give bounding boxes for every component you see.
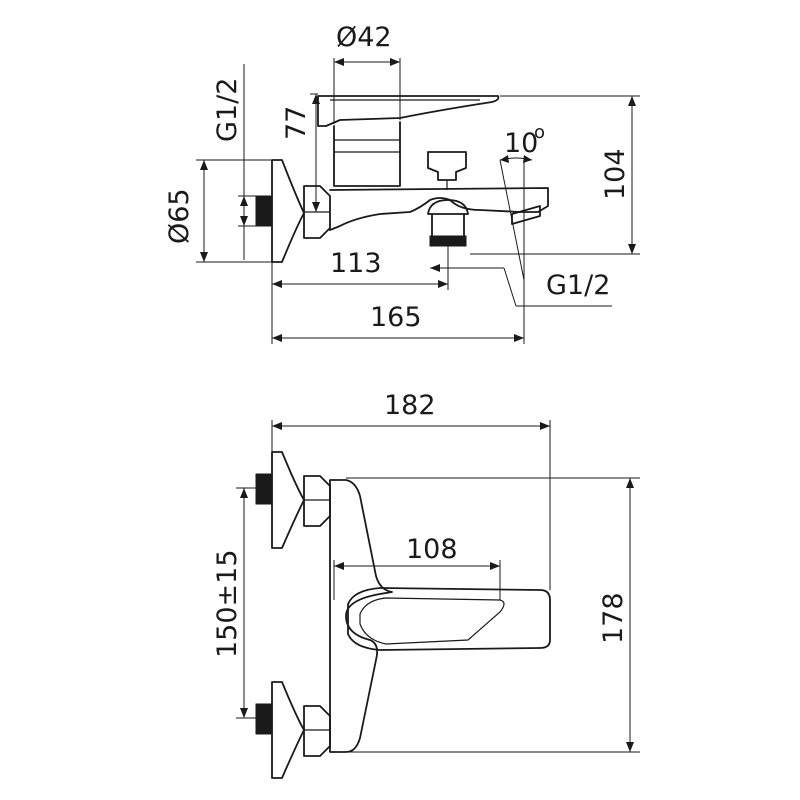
top-lever	[347, 587, 551, 651]
spout-body	[329, 187, 549, 231]
label-angle-10: 10	[504, 128, 538, 159]
hex-nut	[303, 185, 331, 239]
label-dia-65: Ø65	[164, 188, 195, 244]
outlet-nozzle	[427, 199, 469, 215]
outlet-thread	[429, 235, 467, 247]
label-g12-outlet: G1/2	[546, 270, 610, 301]
side-view: Ø42 G1/2 Ø65 77 10 o 104	[164, 22, 640, 344]
lower-nut	[303, 705, 331, 757]
upper-flange	[271, 451, 305, 549]
diverter-knob	[427, 151, 467, 181]
label-length-113: 113	[330, 248, 382, 279]
wall-flange	[271, 159, 305, 263]
label-width-182: 182	[384, 390, 436, 421]
label-g12-inlet: G1/2	[212, 78, 243, 142]
upper-thread	[255, 473, 273, 505]
top-view: 182 108 150±15 178	[212, 390, 640, 779]
lower-thread	[255, 703, 273, 735]
label-lever-108: 108	[406, 534, 458, 565]
cartridge-body	[333, 121, 401, 187]
label-height-104: 104	[600, 148, 631, 200]
inlet-thread	[255, 195, 273, 227]
label-length-165: 165	[370, 302, 422, 333]
upper-nut	[303, 475, 331, 527]
label-degree: o	[534, 122, 545, 143]
label-height-77: 77	[281, 106, 312, 140]
label-height-178: 178	[598, 592, 629, 644]
lower-flange	[271, 681, 305, 779]
top-body	[329, 479, 393, 753]
label-spacing-150: 150±15	[212, 549, 243, 658]
label-dia-42: Ø42	[336, 22, 392, 53]
